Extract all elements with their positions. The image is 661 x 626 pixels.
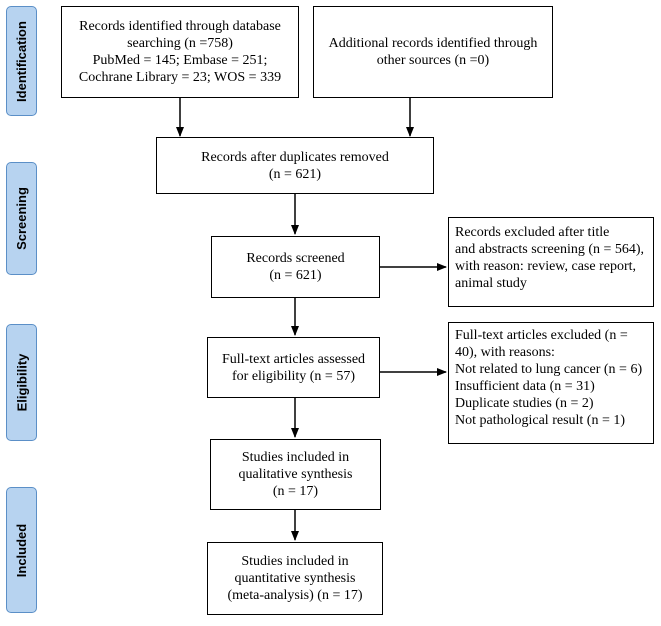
- duplicates-removed-line-1: Records after duplicates removed: [201, 149, 389, 165]
- records-screened-line-2: (n = 621): [269, 268, 322, 283]
- phase-eligibility: Eligibility: [6, 324, 37, 441]
- fulltext-assessed-box: Full-text articles assessed for eligibil…: [207, 337, 380, 398]
- excluded-screening-line-1: Records excluded after title: [455, 225, 610, 240]
- other-sources-line-1: Additional records identified through: [328, 36, 538, 51]
- fulltext-excluded-box: Full-text articles excluded (n = 40), wi…: [448, 322, 654, 444]
- duplicates-removed-box: Records after duplicates removed (n = 62…: [156, 137, 434, 194]
- fulltext-excluded-line-6: Not pathological result (n = 1): [455, 413, 626, 428]
- quantitative-line-3: (meta-analysis) (n = 17): [227, 588, 363, 603]
- phase-identification: Identification: [6, 6, 37, 116]
- fulltext-assessed-line-2: for eligibility (n = 57): [232, 368, 355, 384]
- phase-included: Included: [6, 487, 37, 613]
- qualitative-line-3: (n = 17): [272, 484, 319, 499]
- excluded-screening-line-2: and abstracts screening (n = 564),: [455, 242, 645, 257]
- database-search-line-4: Cochrane Library = 23; WOS = 339: [78, 70, 282, 85]
- phase-screening: Screening: [6, 162, 37, 275]
- database-search-line-3: PubMed = 145; Embase = 251;: [92, 53, 268, 68]
- fulltext-excluded-line-1: Full-text articles excluded (n =: [455, 328, 628, 343]
- other-sources-box: Additional records identified through ot…: [313, 6, 553, 98]
- fulltext-assessed-line-1: Full-text articles assessed: [221, 351, 366, 367]
- qualitative-line-2: qualitative synthesis: [238, 467, 353, 482]
- fulltext-excluded-line-4: Insufficient data (n = 31): [455, 379, 595, 394]
- quantitative-line-1: Studies included in: [241, 554, 349, 569]
- fulltext-excluded-line-5: Duplicate studies (n = 2): [455, 396, 594, 411]
- fulltext-excluded-line-3: Not related to lung cancer (n = 6): [455, 362, 643, 377]
- records-screened-box: Records screened (n = 621): [211, 236, 380, 298]
- duplicates-removed-line-2: (n = 621): [268, 166, 322, 182]
- quantitative-synthesis-box: Studies included in quantitative synthes…: [207, 542, 383, 615]
- database-search-line-1: Records identified through database: [79, 19, 281, 34]
- qualitative-synthesis-box: Studies included in qualitative synthesi…: [210, 439, 381, 510]
- other-sources-line-2: other sources (n =0): [376, 53, 490, 68]
- records-screened-line-1: Records screened: [246, 251, 345, 266]
- database-search-line-2: searching (n =758): [127, 36, 233, 51]
- quantitative-line-2: quantitative synthesis: [234, 571, 356, 586]
- database-search-box: Records identified through database sear…: [61, 6, 299, 98]
- qualitative-line-1: Studies included in: [241, 450, 350, 465]
- excluded-screening-line-4: animal study: [455, 276, 527, 291]
- excluded-screening-line-3: with reason: review, case report,: [455, 259, 637, 274]
- excluded-screening-box: Records excluded after title and abstrac…: [448, 217, 654, 307]
- fulltext-excluded-line-2: 40), with reasons:: [455, 345, 555, 360]
